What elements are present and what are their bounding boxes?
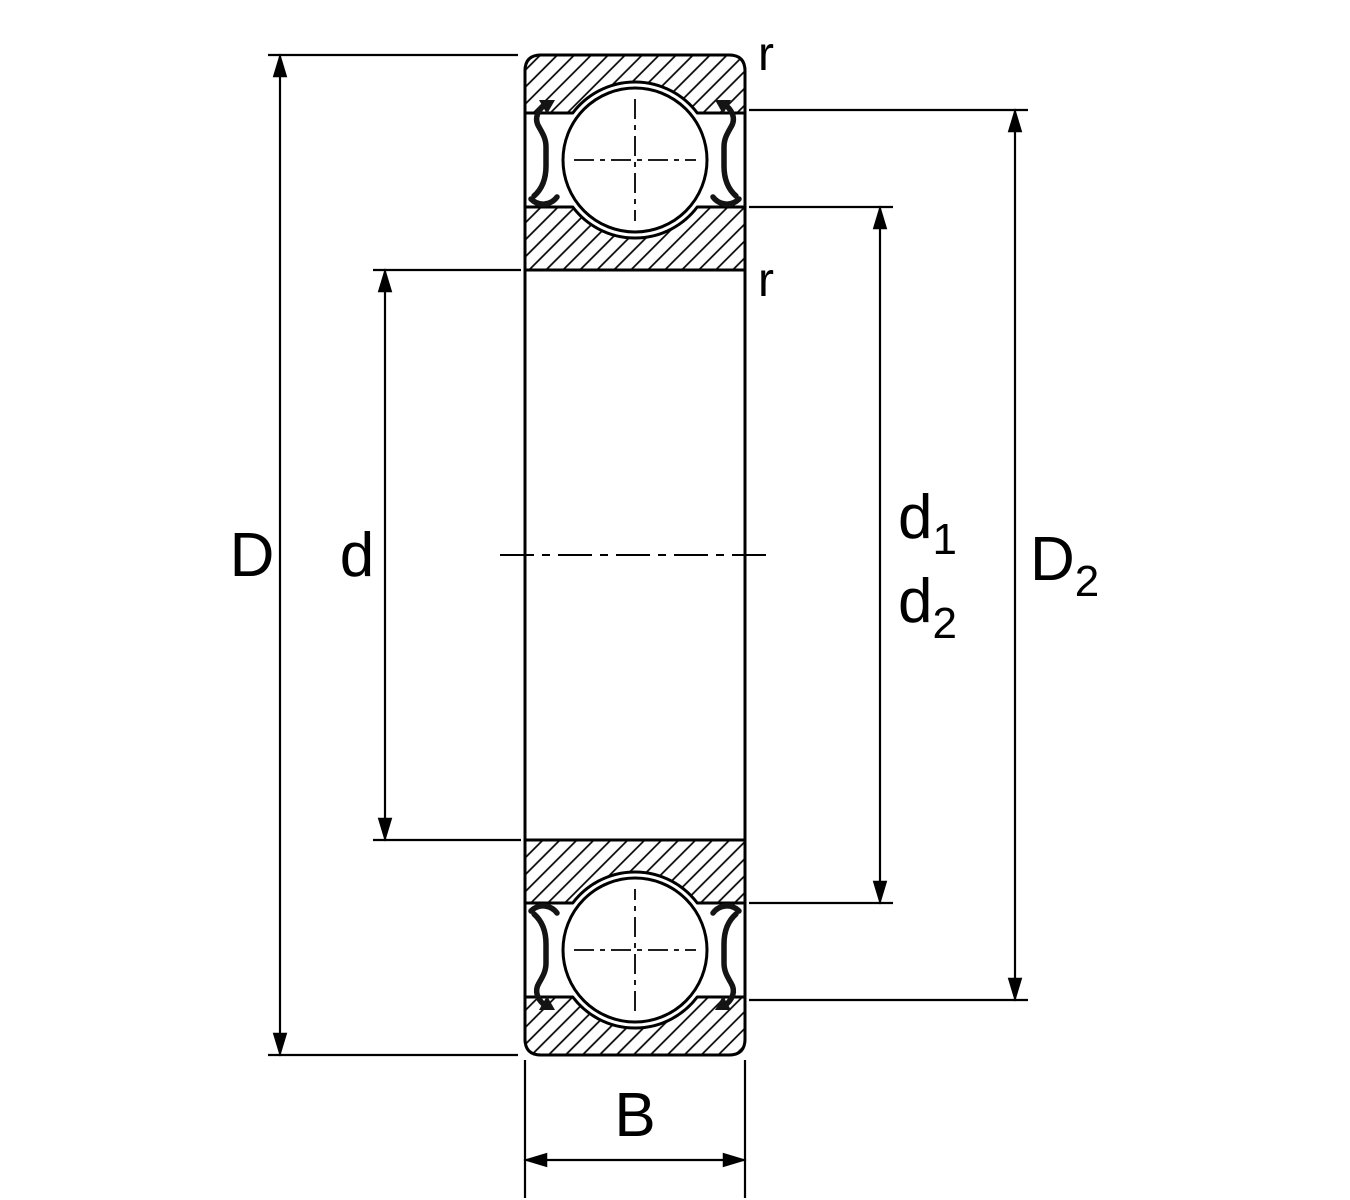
label-d1-main: d <box>898 483 932 552</box>
label-d2-main: d <box>898 567 932 636</box>
label-radius-inner: r <box>758 254 774 307</box>
label-d1-sub: 1 <box>932 515 956 564</box>
label-D2: D2 <box>1030 525 1099 606</box>
label-d2: d2 <box>898 567 957 648</box>
label-width-B: B <box>614 1081 655 1150</box>
label-d1: d1 <box>898 483 957 564</box>
label-D2-sub: 2 <box>1075 557 1099 606</box>
label-bore-diameter-d: d <box>340 521 374 590</box>
label-d2-sub: 2 <box>932 599 956 648</box>
label-outer-diameter-D: D <box>230 521 275 590</box>
label-radius-top: r <box>758 28 774 81</box>
label-D2-main: D <box>1030 525 1075 594</box>
